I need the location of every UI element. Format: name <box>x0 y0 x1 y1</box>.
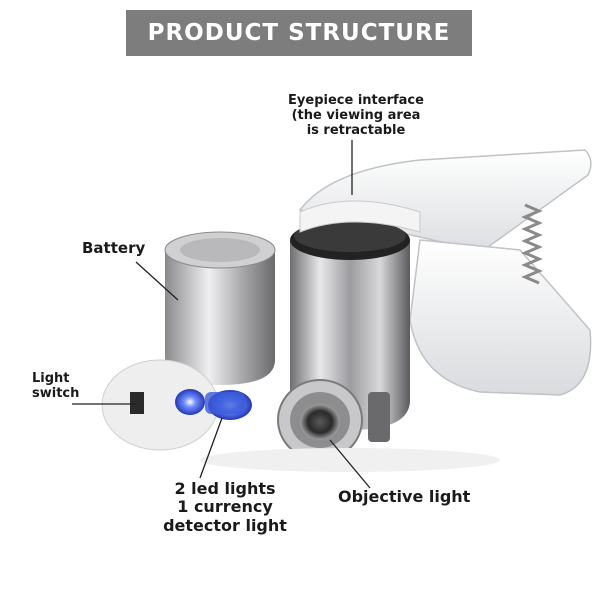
light-switch-label-line-2: switch <box>32 385 80 401</box>
light-switch-label: Light switch <box>32 371 80 402</box>
clip-arm <box>298 149 592 396</box>
title-banner: PRODUCT STRUCTURE <box>126 10 472 56</box>
page-title: PRODUCT STRUCTURE <box>147 20 451 46</box>
led-lights-label: 2 led lights 1 currency detector light <box>150 479 300 535</box>
led-lights-label-line-3: detector light <box>163 515 287 535</box>
shadow <box>200 448 500 472</box>
led-callout-line <box>199 417 223 479</box>
battery-cylinder <box>164 231 276 385</box>
objective-lens <box>277 379 390 461</box>
eyepiece-label-line-2: (the viewing area <box>291 107 421 123</box>
eyepiece-label-line-3: is retractable <box>306 122 406 138</box>
battery-label: Battery <box>82 239 146 257</box>
battery-callout-line <box>135 261 179 301</box>
light-switch-housing <box>101 359 219 451</box>
light-switch-label-line-1: Light <box>32 371 70 386</box>
eyepiece-label-line-1: Eyepiece interface <box>288 93 424 108</box>
led-lights-label-line-2: 1 currency <box>177 497 273 517</box>
led-lights <box>175 389 252 420</box>
objective-callout-line <box>329 439 371 489</box>
spring-icon <box>521 203 543 285</box>
objective-light-label: Objective light <box>338 487 471 506</box>
eyepiece-label: Eyepiece interface (the viewing area is … <box>276 93 436 139</box>
led-lights-label-line-1: 2 led lights <box>174 479 276 498</box>
